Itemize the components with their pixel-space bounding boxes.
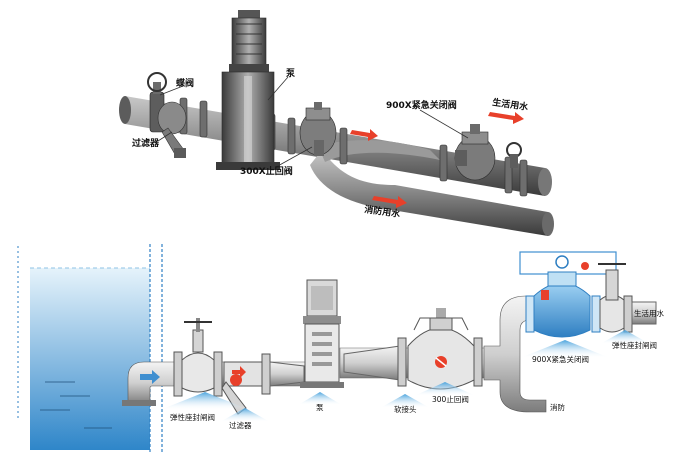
check-valve-bottom	[407, 308, 483, 390]
label-resilient-gate-valve-right: 弹性座封闸阀	[612, 340, 657, 350]
label-pump-bottom: 泵	[316, 403, 324, 412]
water-tank	[17, 244, 163, 452]
fire-branch-pipe	[310, 140, 554, 236]
emergency-valve-bottom	[519, 251, 617, 338]
label-check-valve-top: 300X止回阀	[240, 165, 293, 177]
label-check-valve-bottom: 300止回阀	[432, 394, 469, 404]
label-emergency-valve-bottom: 900X紧急关闭阀	[532, 354, 589, 364]
label-fire-bottom: 消防	[550, 402, 565, 412]
gate-valve-right	[598, 263, 657, 333]
leader-lines	[157, 76, 469, 168]
label-domestic-water-top: 生活用水	[492, 96, 530, 113]
label-pump-top: 泵	[286, 68, 296, 79]
bottom-2d-diagram: 弹性座封闸阀 过滤器 泵 软接头 300止回阀 900X紧急关闭阀 弹性座封闸阀…	[17, 244, 664, 452]
flexible-joint	[343, 337, 407, 387]
label-resilient-gate-valve-left: 弹性座封闸阀	[170, 412, 215, 422]
emergency-valve-900x	[454, 124, 522, 181]
label-domestic-water-bottom: 生活用水	[634, 308, 664, 318]
suction-elbow	[122, 361, 183, 406]
label-butterfly-valve: 蝶阀	[176, 77, 194, 89]
label-strainer-top: 过滤器	[132, 137, 160, 149]
flow-arrows	[350, 112, 524, 208]
label-pedestals	[160, 330, 650, 422]
vertical-pump	[216, 10, 280, 170]
label-flex-joint: 软接头	[394, 404, 417, 414]
reducer-left	[269, 361, 305, 387]
u-riser-pipe	[483, 295, 547, 413]
label-emergency-valve-top: 900X紧急关闭阀	[386, 99, 457, 111]
strainer	[157, 101, 187, 158]
check-valve-300x	[299, 102, 337, 156]
top-3d-diagram: 蝶阀 泵 900X紧急关闭阀 生活用水 过滤器 300X止回阀 消防用水	[119, 10, 554, 236]
gate-valve-left	[173, 318, 223, 397]
label-strainer-bottom: 过滤器	[229, 420, 252, 430]
pump-bottom	[300, 279, 344, 388]
